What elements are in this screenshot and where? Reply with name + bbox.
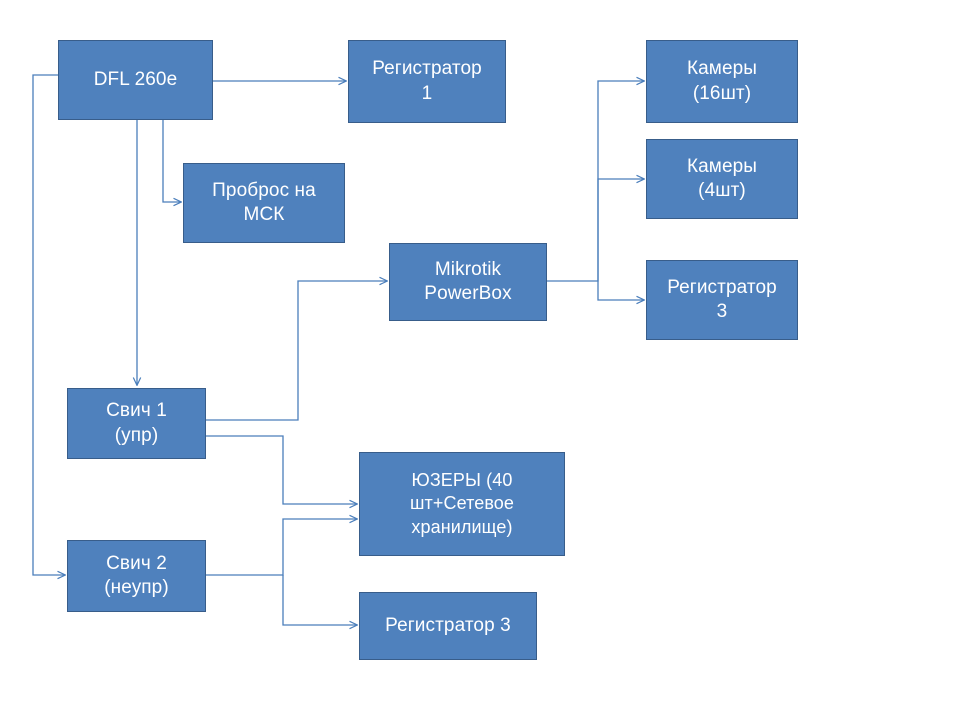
node-registrator-3-top[interactable]: Регистратор 3 xyxy=(646,260,798,340)
node-label-kamery-16: Камеры (16шт) xyxy=(686,58,758,104)
node-label-probros-msk: Проброс на МСК xyxy=(212,179,316,225)
node-dfl-260e[interactable]: DFL 260e xyxy=(58,40,213,120)
edge-svich-1-to-mikrotik xyxy=(206,281,387,421)
node-label-svich-1: Свич 1 (упр) xyxy=(106,400,167,446)
node-kamery-4[interactable]: Камеры (4шт) xyxy=(646,139,798,219)
edge-mikrotik-to-registrator-3-top xyxy=(597,281,644,300)
node-label-registrator-3-top: Регистратор 3 xyxy=(667,276,777,322)
edge-svich-1-to-uzery xyxy=(206,435,357,504)
node-label-registrator-1: Регистратор 1 xyxy=(372,58,482,104)
node-label-dfl-260e: DFL 260e xyxy=(93,68,178,90)
edge-dfl-to-svich-2 xyxy=(32,74,65,575)
node-registrator-1[interactable]: Регистратор 1 xyxy=(348,40,506,123)
node-probros-msk[interactable]: Проброс на МСК xyxy=(183,163,345,243)
node-mikrotik-powerbox[interactable]: Mikrotik PowerBox xyxy=(389,243,547,321)
node-label-uzery: ЮЗЕРЫ (40 шт+Сетевое хранилище) xyxy=(409,470,515,537)
node-label-registrator-3-bottom: Регистратор 3 xyxy=(385,614,511,636)
node-uzery[interactable]: ЮЗЕРЫ (40 шт+Сетевое хранилище) xyxy=(359,452,565,556)
node-registrator-3-bottom[interactable]: Регистратор 3 xyxy=(359,592,537,660)
node-label-mikrotik-powerbox: Mikrotik PowerBox xyxy=(424,258,512,304)
edge-svich-2-to-registrator-3-bottom xyxy=(282,575,357,625)
node-svich-1[interactable]: Свич 1 (упр) xyxy=(67,388,206,459)
edge-dfl-to-probros xyxy=(162,120,181,202)
node-label-kamery-4: Камеры (4шт) xyxy=(686,155,758,201)
edge-mikrotik-to-kamery-16 xyxy=(547,81,644,282)
node-label-svich-2: Свич 2 (неупр) xyxy=(104,552,169,598)
edge-svich-2-to-uzery xyxy=(206,519,357,576)
node-kamery-16[interactable]: Камеры (16шт) xyxy=(646,40,798,123)
node-svich-2[interactable]: Свич 2 (неупр) xyxy=(67,540,206,612)
edge-mikrotik-to-kamery-4 xyxy=(597,179,644,281)
